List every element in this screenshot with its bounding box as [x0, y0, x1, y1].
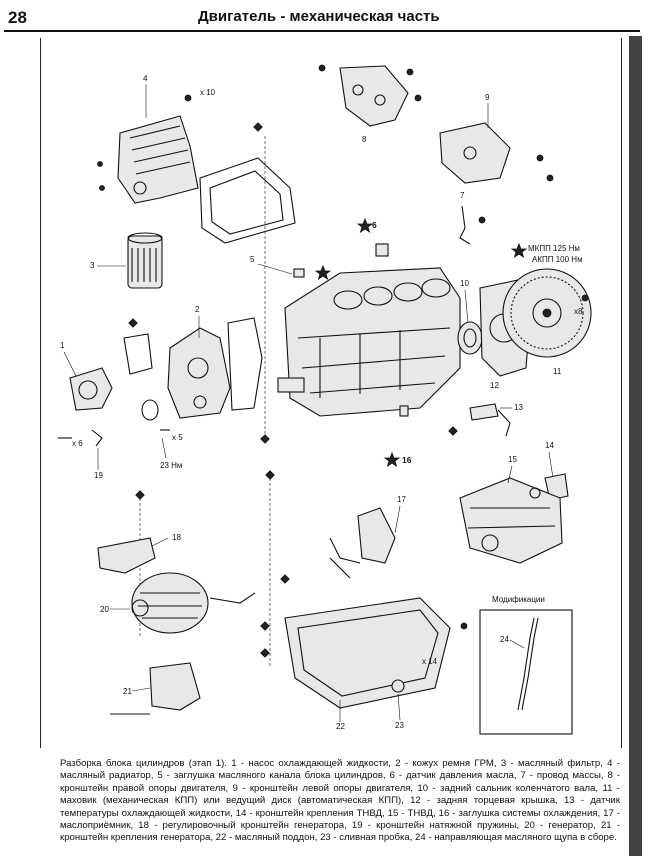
- timing-gasket: [227, 317, 263, 411]
- label-22: 22: [336, 722, 345, 731]
- diamond-markers: [128, 122, 458, 686]
- alternator-part: [131, 572, 209, 634]
- oil-filter-part: [127, 232, 163, 289]
- injection-pump-part: [459, 477, 563, 564]
- label-5: 5: [250, 255, 255, 264]
- label-18: 18: [172, 533, 181, 542]
- label-11: 11: [553, 367, 562, 376]
- page-number: 28: [8, 8, 27, 27]
- oil-cooler-gasket: [199, 157, 296, 244]
- alternator-adjust-bracket-part: [97, 537, 156, 574]
- figure-caption: Разборка блока цилиндров (этап 1). 1 - н…: [60, 758, 620, 844]
- qty-x6: x 6: [72, 439, 83, 448]
- label-13: 13: [514, 403, 523, 412]
- page-edge-bar: [626, 36, 642, 856]
- water-pump-part: [69, 367, 113, 411]
- page-title: Двигатель - механическая часть: [198, 8, 440, 25]
- qty-x8: x8: [574, 307, 583, 316]
- header-rule: [4, 30, 640, 32]
- qty-x10: x 10: [200, 88, 216, 97]
- oil-cooler-part: [117, 115, 199, 204]
- torque-mkpp: МКПП 125 Нм: [528, 244, 580, 253]
- torque-bolt-23: 23 Нм: [160, 461, 182, 470]
- label-14: 14: [545, 441, 554, 450]
- modification-inset: Модификации 24: [479, 595, 573, 735]
- torque-akpp: АКПП 100 Нм: [532, 255, 583, 264]
- timing-cover-part: [167, 327, 231, 419]
- label-2: 2: [195, 305, 200, 314]
- label-12: 12: [490, 381, 499, 390]
- right-mount-bracket-part: [339, 65, 409, 127]
- label-9: 9: [485, 93, 490, 102]
- label-7: 7: [460, 191, 465, 200]
- label-20: 20: [100, 605, 109, 614]
- star-label-6: 6: [372, 220, 377, 230]
- label-23: 23: [395, 721, 404, 730]
- label-4: 4: [143, 74, 148, 83]
- left-mount-bracket-part: [439, 122, 511, 184]
- modification-label-24: 24: [500, 635, 509, 644]
- label-10: 10: [460, 279, 469, 288]
- label-21: 21: [123, 687, 132, 696]
- label-19: 19: [94, 471, 103, 480]
- qty-x5: x 5: [172, 433, 183, 442]
- oil-pan-part: [284, 597, 451, 709]
- diagram-frame: [40, 38, 622, 748]
- label-1: 1: [60, 341, 65, 350]
- page-header: 28 Двигатель - механическая часть: [0, 0, 648, 34]
- modification-title: Модификации: [492, 595, 545, 604]
- qty-x14: x 14: [422, 657, 438, 666]
- exploded-engine-diagram: 4 x 10 3 8 9 7 6 5 МКПП 125 Нм АКПП 100: [58, 64, 592, 735]
- label-8: 8: [362, 135, 367, 144]
- label-17: 17: [397, 495, 406, 504]
- label-15: 15: [508, 455, 517, 464]
- cylinder-block-part: [277, 267, 461, 417]
- label-3: 3: [90, 261, 95, 270]
- alternator-mount-bracket-part: [149, 662, 201, 711]
- flywheel-part: [502, 268, 592, 358]
- oil-pickup-part: [329, 507, 396, 579]
- star-label-16: 16: [402, 455, 412, 465]
